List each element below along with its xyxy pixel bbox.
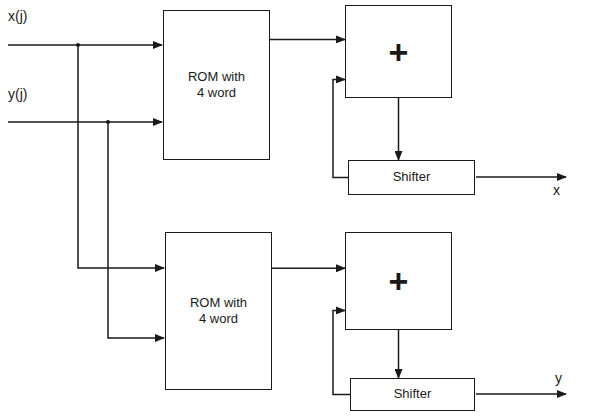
adder-box: + (345, 232, 452, 330)
junction-dot (106, 120, 110, 124)
output-wire (476, 393, 566, 395)
input-branch-wire (78, 45, 164, 268)
rom-box: ROM with 4 word (163, 10, 270, 160)
output-signal-label: x (553, 182, 560, 198)
input-wire (8, 44, 162, 46)
signal-connector (398, 98, 400, 160)
output-signal-label: y (555, 370, 562, 386)
shifter-box: Shifter (348, 160, 475, 195)
input-branch-wire (108, 122, 164, 338)
input-wire (8, 121, 162, 123)
node-label: Shifter (393, 169, 431, 185)
input-signal-label: y(j) (8, 86, 27, 102)
operator-symbol: + (389, 35, 409, 69)
node-label: ROM with 4 word (187, 69, 247, 102)
junction-dot (76, 43, 80, 47)
signal-connector (272, 268, 345, 270)
signal-connector (270, 39, 345, 41)
node-label: ROM with 4 word (189, 295, 249, 328)
adder-box: + (345, 5, 452, 98)
signal-connector (333, 310, 350, 394)
input-signal-label: x(j) (8, 8, 27, 24)
output-wire (476, 176, 566, 178)
node-label: Shifter (394, 386, 432, 402)
operator-symbol: + (389, 264, 409, 298)
rom-box: ROM with 4 word (165, 232, 272, 390)
signal-connector (398, 330, 400, 378)
shifter-box: Shifter (350, 378, 475, 411)
